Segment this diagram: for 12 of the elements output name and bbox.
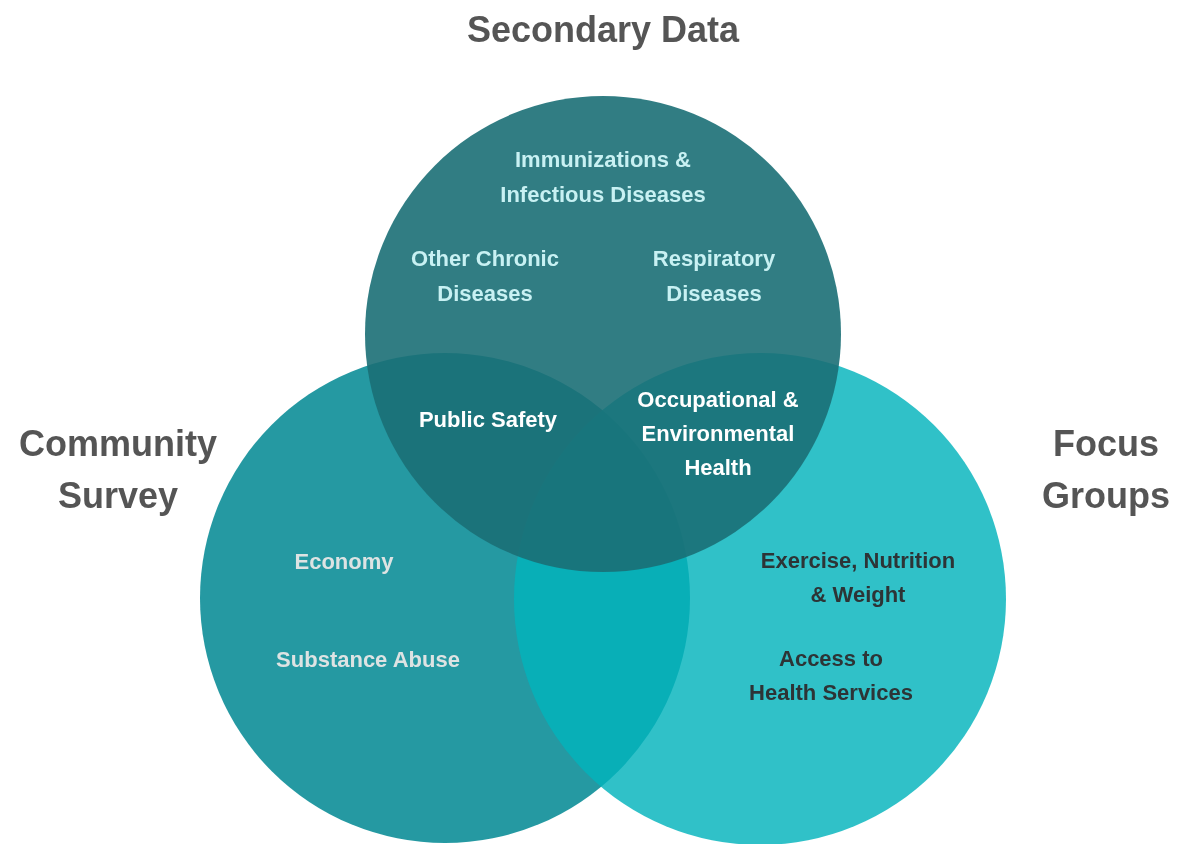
topic-label: Public Safety: [417, 406, 559, 434]
topic-label: Occupational & Environmental Health: [636, 386, 800, 482]
topic-label: Immunizations & Infectious Diseases: [499, 146, 707, 209]
circle-heading: Focus Groups: [1041, 422, 1171, 518]
topic-label: Substance Abuse: [275, 646, 461, 674]
topic-label: Other Chronic Diseases: [410, 245, 560, 308]
topic-label: Access to Health Services: [748, 645, 914, 707]
topic-label: Economy: [293, 548, 395, 576]
circle-heading: Secondary Data: [465, 8, 741, 52]
topic-label: Respiratory Diseases: [651, 245, 777, 308]
circle-heading: Community Survey: [18, 422, 218, 518]
topic-label: Exercise, Nutrition & Weight: [759, 547, 957, 609]
